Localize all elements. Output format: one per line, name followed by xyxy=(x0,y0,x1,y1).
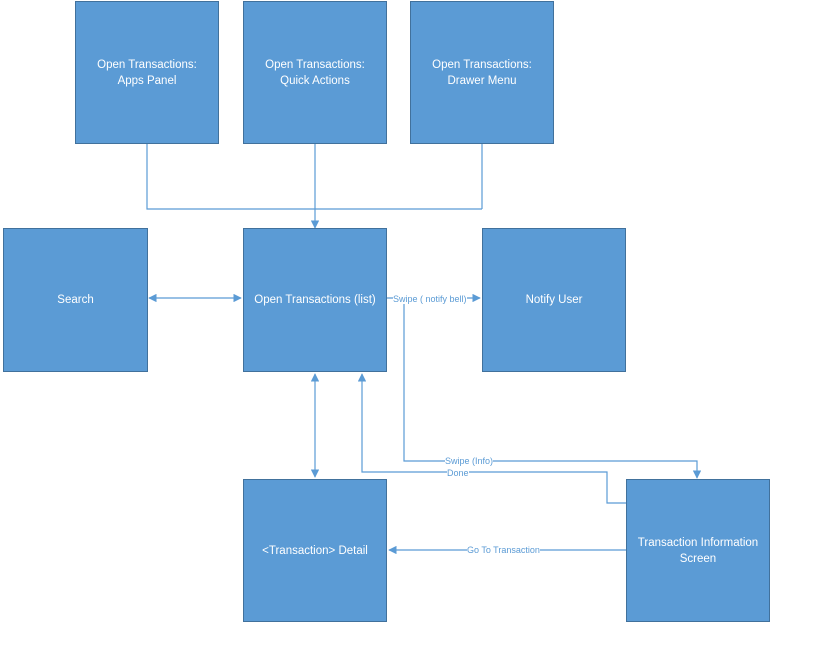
node-label: Open Transactions: Drawer Menu xyxy=(432,58,532,87)
node-transaction-information-screen: Transaction Information Screen xyxy=(626,479,770,622)
node-open-transactions-list: Open Transactions (list) xyxy=(243,228,387,372)
node-transaction-detail: <Transaction> Detail xyxy=(243,479,387,622)
edge-label-go-to-transaction: Go To Transaction xyxy=(467,545,540,555)
edge-label-done: Done xyxy=(447,468,469,478)
node-label: Notify User xyxy=(525,294,583,306)
node-label: <Transaction> Detail xyxy=(262,544,368,557)
node-quick-actions: Open Transactions: Quick Actions xyxy=(243,1,387,144)
node-label: Open Transactions (list) xyxy=(254,294,376,306)
node-label: Search xyxy=(57,294,94,306)
edge-done xyxy=(357,373,626,504)
node-notify-user: Notify User xyxy=(482,228,626,372)
node-label: Open Transactions: Apps Panel xyxy=(97,58,197,87)
node-search: Search xyxy=(3,228,148,372)
edge-apps-panel-merge xyxy=(146,144,482,210)
node-apps-panel: Open Transactions: Apps Panel xyxy=(75,1,219,144)
edge-label-swipe-notify-bell: Swipe ( notify bell) xyxy=(393,294,467,304)
edge-swipe-info xyxy=(403,298,702,479)
node-label: Transaction Information Screen xyxy=(637,536,759,565)
edge-label-swipe-info: Swipe (Info) xyxy=(445,456,494,466)
node-label: Open Transactions: Quick Actions xyxy=(265,58,365,87)
node-drawer-menu: Open Transactions: Drawer Menu xyxy=(410,1,554,144)
